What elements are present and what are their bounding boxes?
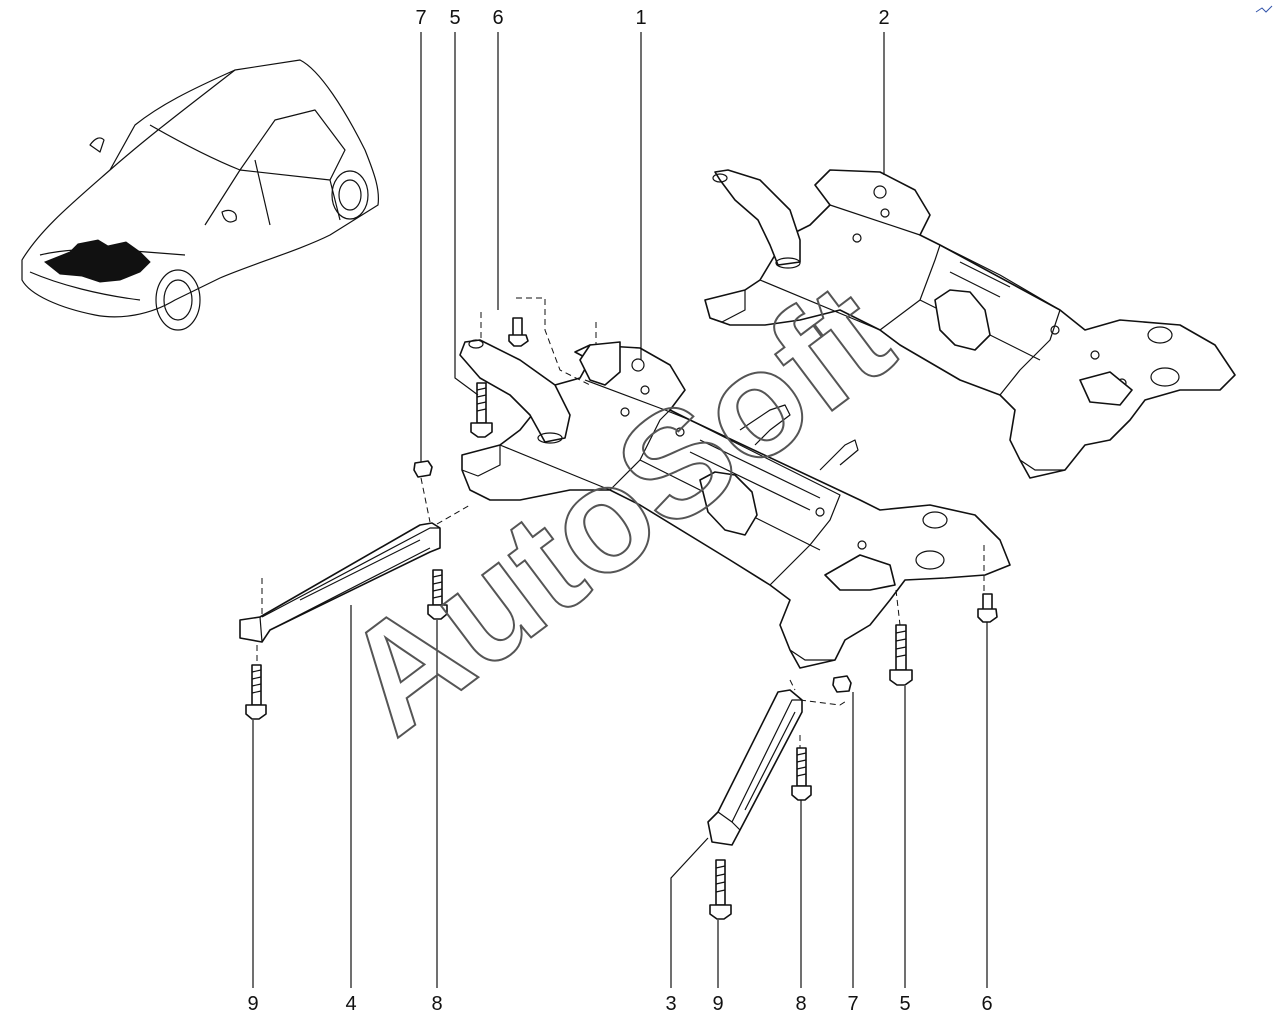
bolt-8-left [427, 569, 448, 620]
corner-logo-mark [1255, 5, 1273, 13]
leader-lines [252, 32, 988, 988]
callout-bottom-8-right: 8 [795, 993, 806, 1015]
bolt-6-upper [508, 317, 529, 347]
highlighted-subframe-silhouette [44, 239, 151, 283]
callout-labels: 7 5 6 1 2 9 4 8 3 9 8 7 5 6 [247, 7, 992, 1015]
callout-top-2: 2 [878, 7, 889, 29]
vehicle-overview-illustration [21, 59, 380, 331]
bolt-9-right [709, 859, 732, 920]
callout-bottom-4: 4 [345, 993, 356, 1015]
assembly-guides [256, 297, 985, 748]
callout-bottom-9-left: 9 [247, 993, 258, 1015]
nut-7-right [832, 675, 852, 693]
bolt-6-right [977, 593, 998, 623]
callout-top-6: 6 [492, 7, 503, 29]
callout-bottom-6: 6 [981, 993, 992, 1015]
bolt-8-right [791, 747, 812, 801]
callout-bottom-3: 3 [665, 993, 676, 1015]
callout-bottom-8-left: 8 [431, 993, 442, 1015]
callout-bottom-9-right: 9 [712, 993, 723, 1015]
callout-bottom-7: 7 [847, 993, 858, 1015]
fasteners [245, 317, 998, 920]
subframe-exploded-view [459, 339, 1011, 669]
bolt-5-right [889, 624, 913, 686]
nut-7-upper [413, 460, 433, 478]
reinforcement-bar-left [239, 522, 441, 643]
subframe-assembled-view [704, 169, 1236, 479]
bolt-9-left [245, 664, 267, 720]
callout-top-7: 7 [415, 7, 426, 29]
bolt-5-upper-left [470, 382, 493, 438]
callout-top-5: 5 [449, 7, 460, 29]
callout-bottom-5: 5 [899, 993, 910, 1015]
callout-top-1: 1 [635, 7, 646, 29]
reinforcement-bar-right [707, 689, 803, 846]
